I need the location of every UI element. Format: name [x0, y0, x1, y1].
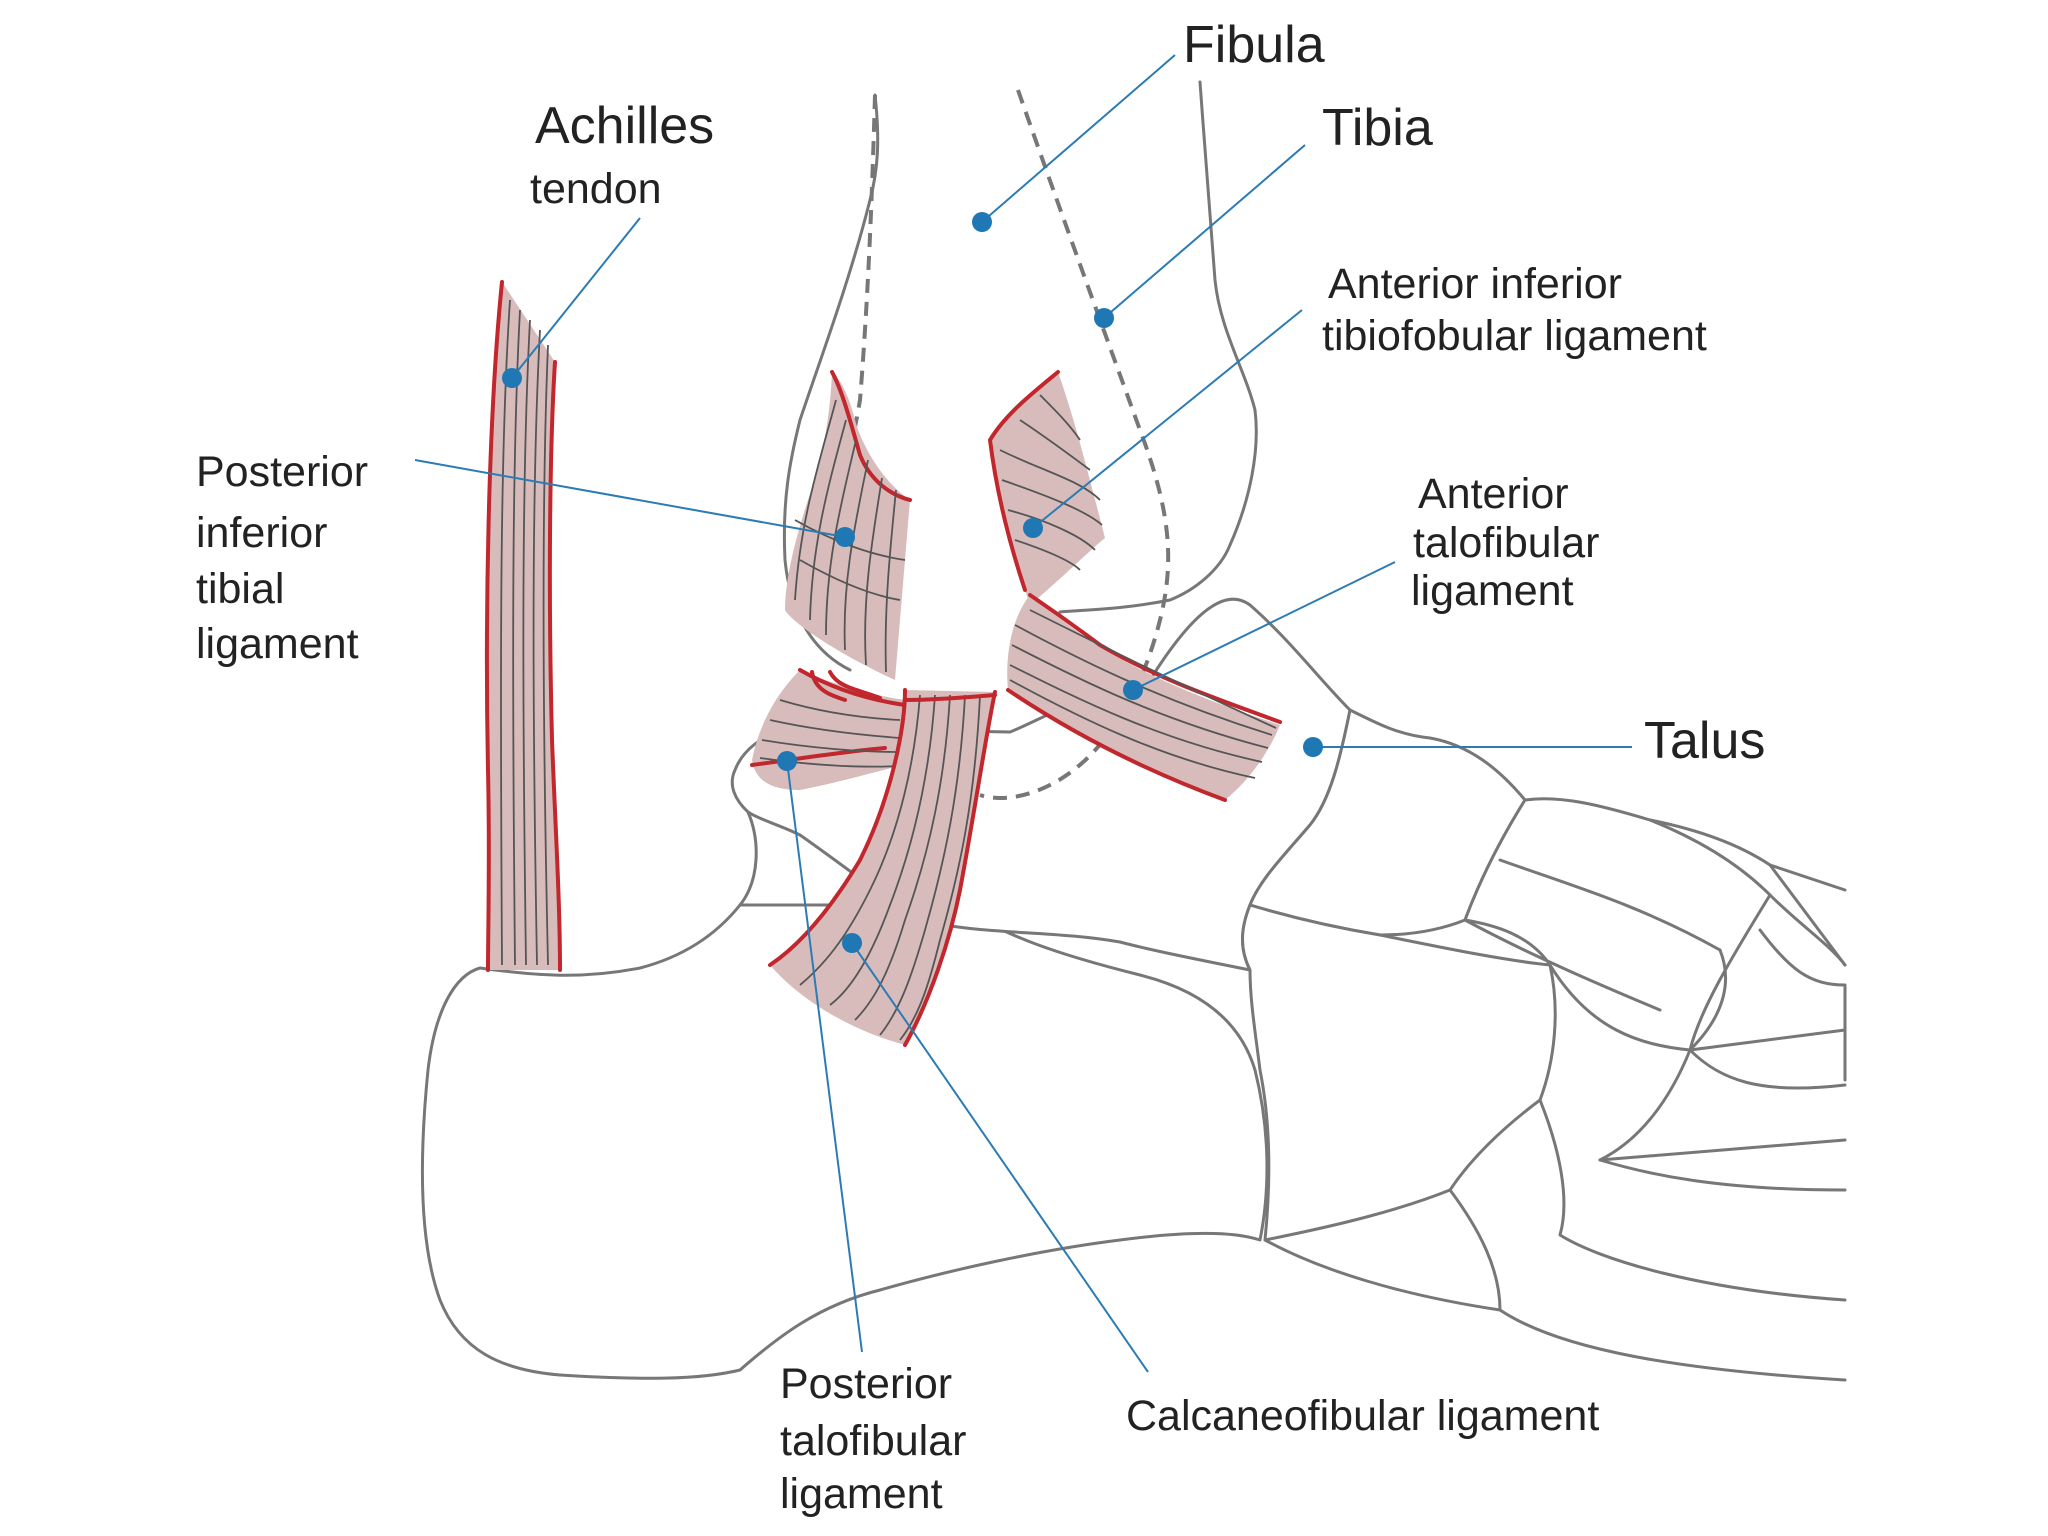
metatarsal-2 [1758, 928, 1847, 1082]
marker-talus [1303, 737, 1323, 757]
cuneiform-divider-2 [1498, 858, 1722, 952]
marker-dots [502, 212, 1323, 953]
metatarsal-5-base [1448, 1188, 1847, 1382]
label-aitfl-line1: Anterior inferior [1328, 260, 1622, 308]
marker-achilles [502, 368, 522, 388]
leader-fibula [981, 54, 1176, 223]
leader-ptfl [786, 760, 863, 1353]
marker-atfl [1123, 680, 1143, 700]
label-ptfl-line1: Posterior [780, 1360, 952, 1408]
metatarsal-1 [1648, 818, 1847, 967]
leader-pitl [414, 459, 846, 538]
marker-cfl [842, 933, 862, 953]
label-aitfl-line2: tibiofobular ligament [1322, 312, 1707, 360]
label-achilles-line2: tendon [530, 165, 662, 213]
label-atfl-line3: ligament [1411, 567, 1574, 615]
label-pitl-line1: Posterior [196, 448, 368, 496]
anterior-inferior-tibiofibular-ligament-shape [987, 370, 1105, 605]
marker-ptfl [777, 751, 797, 771]
leader-tibia [1103, 144, 1306, 319]
navicular-bone [1248, 708, 1527, 937]
label-pitl-line2: inferior [196, 509, 327, 557]
anterior-talofibular-ligament-shape [1006, 593, 1282, 802]
achilles-tendon-shape [484, 280, 562, 972]
leader-achilles [511, 217, 641, 379]
tibia-dashed-edge [979, 89, 1171, 800]
leader-lines [414, 54, 1632, 1373]
cuboid-bone [1241, 903, 1557, 1242]
fibula-dashed-edge [846, 94, 877, 461]
cuneiform-divider-1 [1463, 918, 1662, 1012]
label-atfl-line2: talofibular [1413, 519, 1599, 567]
metatarsal-lines [1598, 863, 1847, 1162]
leader-aitfl [1032, 309, 1303, 529]
label-talus: Talus [1644, 712, 1765, 770]
label-pitl-line4: ligament [196, 620, 359, 668]
sole-outline [1263, 1238, 1502, 1312]
label-ptfl-line2: talofibular [780, 1417, 966, 1465]
posterior-inferior-tibial-ligament-shape [785, 370, 912, 680]
label-pitl-line3: tibial [196, 565, 284, 613]
marker-aitfl [1023, 518, 1043, 538]
ligaments [484, 280, 1282, 1047]
marker-pitl [835, 527, 855, 547]
leader-cfl [851, 942, 1149, 1373]
metatarsal-4 [1598, 1048, 1847, 1192]
calcaneofibular-ligament-shape [768, 688, 997, 1047]
label-cfl: Calcaneofibular ligament [1126, 1392, 1599, 1440]
labels: Fibula Tibia Achilles tendon Anterior in… [196, 16, 1765, 1518]
label-tibia: Tibia [1322, 99, 1433, 157]
label-fibula: Fibula [1183, 16, 1325, 74]
marker-fibula [972, 212, 992, 232]
label-achilles-line1: Achilles [535, 97, 714, 155]
label-ptfl-line3: ligament [780, 1470, 943, 1518]
leader-atfl [1132, 561, 1396, 691]
label-atfl-line1: Anterior [1418, 470, 1569, 518]
marker-tibia [1094, 308, 1114, 328]
metatarsal-5 [1538, 1098, 1847, 1302]
metatarsal-1-edge [1768, 893, 1847, 967]
